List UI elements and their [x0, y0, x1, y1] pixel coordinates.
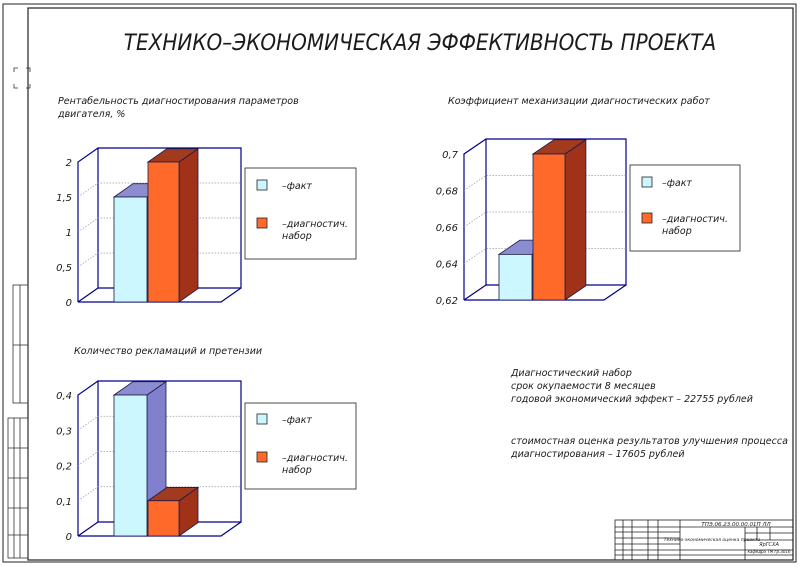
summary-line-3: годовой экономический эффект – 22755 руб…: [511, 394, 753, 405]
stamp-doc-code: ТПЭ.06.23.00.00.01П ЛЛ: [701, 522, 770, 528]
summary-line-5: диагностирования – 17605 рублей: [510, 449, 685, 460]
chart-title-line-1: Рентабельность диагностирования параметр…: [58, 96, 299, 107]
gridline: [77, 182, 241, 198]
gridline: [77, 252, 241, 268]
bar-front: [147, 161, 180, 303]
legend-swatch-fact: [256, 413, 268, 425]
legend-label-plan: –диагностич.: [282, 219, 348, 230]
legend: –факт –диагностич. набор: [629, 164, 741, 252]
stamp-name: Технико-экономическая оценка проекта: [664, 537, 761, 543]
gridline: [77, 486, 241, 502]
legend: –факт –диагностич. набор: [244, 402, 357, 490]
legend-label-plan-2: набор: [282, 231, 312, 242]
page-title: ТЕХНИКО–ЭКОНОМИЧЕСКАЯ ЭФФЕКТИВНОСТЬ ПРОЕ…: [124, 29, 716, 55]
bar-front: [532, 153, 566, 301]
legend-swatch-plan: [641, 212, 653, 224]
summary-line-1: Диагностический набор: [510, 368, 632, 379]
side-wall: [77, 147, 99, 303]
legend-box: [244, 402, 357, 490]
legend: –факт –диагностич. набор: [244, 167, 357, 260]
y-tick-label: 0: [66, 298, 72, 309]
gridline: [77, 217, 241, 233]
left-margin-table: [7, 284, 29, 559]
chart-title-line-2: двигателя, %: [57, 109, 125, 120]
chart-mechanization: Коэффициент механизации диагностических …: [436, 96, 741, 307]
plot-area: 0,62 0,64 0,66 0,68 0,7: [436, 138, 627, 307]
chart-title-line-1: Количество рекламаций и претензии: [74, 346, 262, 357]
bar-front: [113, 394, 148, 537]
sheet-inner-frame: [27, 7, 794, 561]
side-wall: [77, 380, 99, 537]
y-tick-label: 0,64: [436, 260, 458, 271]
y-tick-label: 0,2: [56, 462, 72, 473]
y-tick-label: 0,68: [436, 187, 458, 198]
y-tick-label: 2: [66, 158, 72, 169]
gridline: [77, 415, 241, 431]
chart-title-line-1: Коэффициент механизации диагностических …: [448, 96, 710, 107]
bar-front: [113, 196, 148, 303]
y-tick-label: 0,66: [436, 223, 458, 234]
plot-area: 0 0,1 0,2 0,3 0,4: [56, 380, 242, 543]
side-wall: [463, 138, 487, 301]
bar-side: [178, 147, 199, 303]
y-tick-label: 0,5: [56, 263, 72, 274]
sheet-outer-frame: [2, 3, 797, 563]
y-tick-label: 0,62: [436, 296, 458, 307]
crop-mark: [13, 67, 31, 89]
legend-label-plan: –диагностич.: [282, 453, 348, 464]
stamp-org: ЯрГСХА: [758, 542, 779, 548]
title-block: ТПЭ.06.23.00.00.01П ЛЛ Технико-экономиче…: [614, 519, 794, 561]
legend-box: [244, 167, 357, 260]
y-tick-label: 0: [66, 532, 72, 543]
legend-label-plan-2: набор: [662, 226, 692, 237]
legend-label-fact: –факт: [662, 178, 692, 189]
legend-label-plan: –диагностич.: [662, 214, 728, 225]
summary-line-2: срок окупаемости 8 месяцев: [511, 381, 656, 392]
chart-profitability: Рентабельность диагностирования параметр…: [56, 96, 357, 309]
bar-front: [147, 500, 180, 537]
legend-swatch-fact: [256, 179, 268, 191]
stamp-group: кафедра ТМ гр.3016: [747, 549, 790, 554]
plot-area: 0 0,5 1 1,5 2: [56, 147, 242, 309]
y-tick-label: 0,7: [442, 150, 459, 161]
bar-side: [564, 138, 587, 301]
chart-complaints: Количество рекламаций и претензии 0 0,1 0,…: [56, 346, 357, 543]
y-tick-label: 0,3: [56, 426, 72, 437]
bar-front: [498, 253, 533, 301]
legend-label-fact: –факт: [282, 415, 312, 426]
legend-swatch-plan: [256, 217, 268, 229]
legend-label-plan-2: набор: [282, 465, 312, 476]
y-tick-label: 0,4: [56, 391, 72, 402]
y-tick-label: 0,1: [56, 497, 72, 508]
legend-swatch-plan: [256, 451, 268, 463]
gridline: [77, 451, 241, 466]
y-tick-label: 1,5: [56, 193, 72, 204]
summary-text: Диагностический набор срок окупаемости 8…: [510, 368, 788, 460]
y-tick-label: 1: [66, 228, 72, 239]
legend-swatch-fact: [641, 176, 653, 188]
summary-line-4: стоимостная оценка результатов улучшения…: [511, 436, 788, 447]
legend-box: [629, 164, 741, 252]
legend-label-fact: –факт: [282, 181, 312, 192]
